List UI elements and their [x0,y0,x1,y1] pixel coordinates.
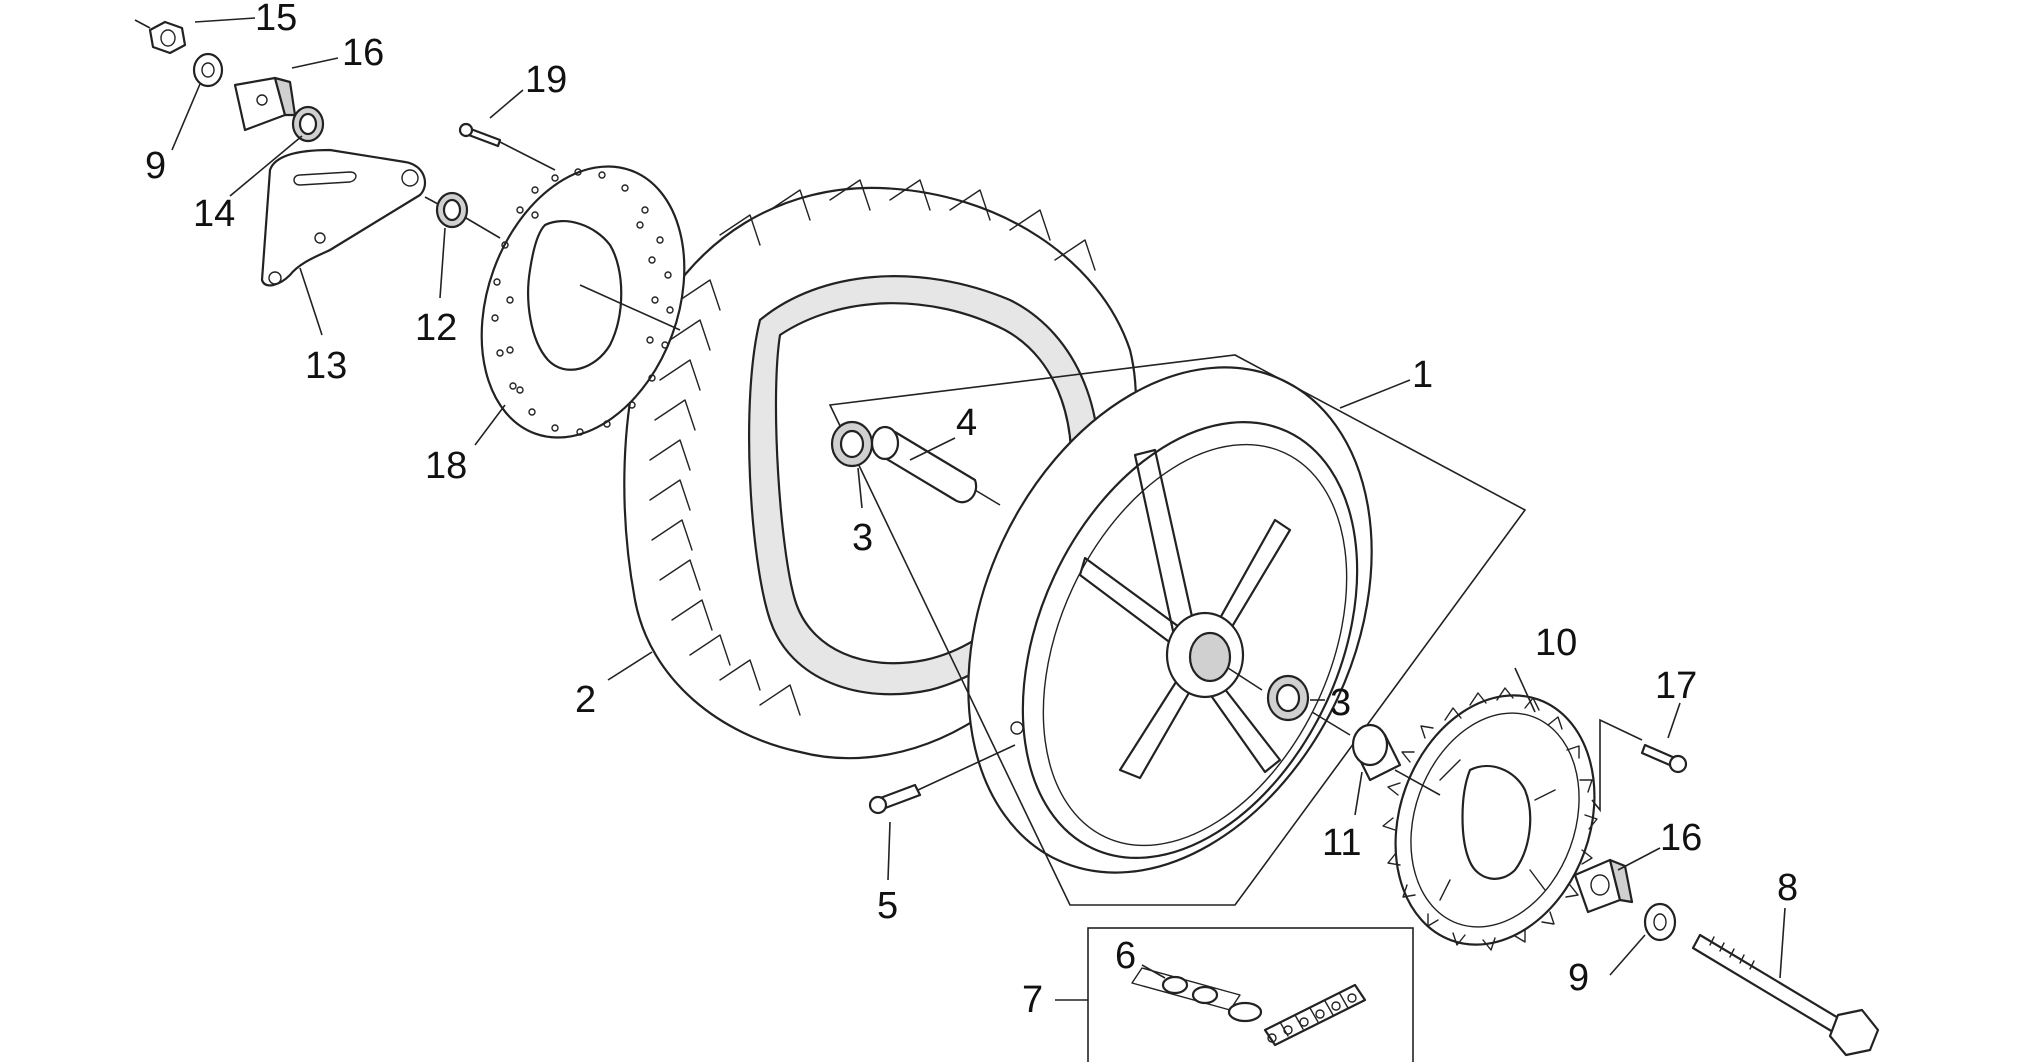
bearing [1266,674,1310,722]
callout-6: 6 [1115,935,1136,977]
callout-17: 17 [1655,665,1697,707]
sprocket-bolt-guide [1591,718,1643,813]
screw [1640,743,1688,774]
bearing [435,191,469,229]
callout-16: 16 [342,32,384,74]
leader-lines [171,17,1786,1001]
callout-10: 10 [1535,622,1577,664]
callout-14: 14 [193,193,235,235]
callout-4: 4 [956,402,977,444]
chain [1263,983,1367,1047]
callout-2: 2 [575,679,596,721]
wheel-spindle [1691,933,1880,1057]
tread-pattern [649,179,1096,716]
bearing [830,420,874,468]
sprocket [1382,687,1598,951]
callout-9: 9 [145,145,166,187]
screw [458,122,502,148]
bearing [291,105,325,143]
brake-disc [480,165,686,439]
chain-adjuster [233,76,297,132]
callout-13: 13 [305,345,347,387]
callout-8: 8 [1777,867,1798,909]
callout-19: 19 [525,59,567,101]
chain-adjuster [1573,858,1634,914]
washer [192,52,224,88]
callout-3: 3 [1330,682,1351,724]
chain-kit-box [1087,927,1414,1062]
spacer [870,425,978,504]
callout-15: 15 [255,0,297,39]
callout-1: 1 [1412,354,1433,396]
callout-12: 12 [415,307,457,349]
bush [1351,723,1402,782]
callout-3: 3 [852,517,873,559]
callout-5: 5 [877,885,898,927]
caliper-support [260,148,427,287]
sprocket-teeth [1382,687,1598,951]
callout-9: 9 [1568,957,1589,999]
chain-link [1131,967,1263,1023]
callout-18: 18 [425,445,467,487]
nut [148,20,187,55]
disc-holes [491,168,674,436]
callout-7: 7 [1022,979,1043,1021]
callout-16: 16 [1660,817,1702,859]
valve [868,783,922,815]
washer [1643,902,1677,942]
rear-wheel-rim [967,366,1373,874]
rim-group-outline [828,354,1527,906]
callout-11: 11 [1322,822,1361,864]
